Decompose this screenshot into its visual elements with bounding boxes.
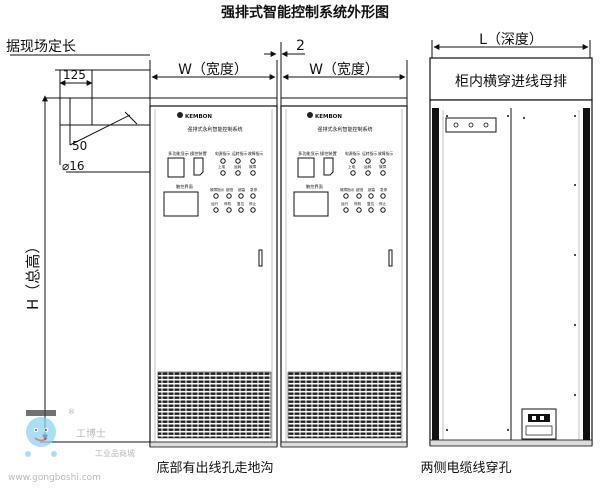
label-fault: 故障指示 [378,151,393,156]
label-b2: 超低 [356,187,364,192]
label-c3: 复位 [367,201,375,206]
label-up: 上电 [348,164,356,169]
label-operate: 操控装置 [320,150,337,157]
label-c2: 停机 [224,201,232,206]
svg-text:®: ® [68,408,75,416]
vent-grille [287,371,402,439]
label-c1: 运行 [341,201,349,206]
label-b4: 急停 [250,187,258,192]
indicator-lights-b [343,193,386,213]
width-label-right: W（宽度） [309,61,379,78]
watermark-brand: 工博士 [76,427,106,440]
display-window [297,157,315,178]
label-b1: 故障指示 [340,187,355,192]
label-b3: 超高 [368,187,376,192]
side-cable-gland-box [521,408,557,440]
cabinet-left: KEMBON 强排式永利智能控制系统 多功能显示 操控装置 电源指示 运转指示 … [149,97,278,448]
vent-grille [157,371,272,439]
height-label: H（总高） [24,239,42,310]
busbar-box [429,57,593,101]
top-gland-plate [445,117,497,133]
cabinet-right: KEMBON 强排式永利智能控制系统 多功能显示 操控装置 电源指示 运转指示 … [280,97,408,448]
label-run2: 运转 [234,164,242,169]
cabinet-brand: KEMBON [315,114,342,120]
label-screen: 触控界面 [176,183,193,190]
indicator-lights-b [213,193,256,213]
brand-logo-icon [177,112,183,118]
label-fault: 故障指示 [248,151,263,156]
label-c2: 停机 [354,201,362,206]
label-c4: 停止 [379,201,387,206]
label-run2: 运转 [364,164,372,169]
label-fault2: 故障 [249,164,257,169]
door-handle [258,249,263,267]
touch-screen [163,191,199,217]
left-dimension-group [10,54,150,443]
label-operate: 操控装置 [190,150,207,157]
watermark-url: www.gongboshi.com [8,473,101,483]
operate-panel [193,157,204,176]
label-voltage: 电源指示 [215,151,230,156]
gap-2-label: 2 [296,38,305,54]
width-label-left: W（宽度） [178,61,248,78]
label-run: 运转指示 [232,151,247,156]
watermark-sub: 工业品商城 [95,448,135,458]
dimension-125: 125 [63,68,86,82]
dimension-diameter-16: ⌀16 [62,159,85,173]
label-b3: 超高 [238,187,246,192]
diagram-title: 强排式智能控制系统外形图 [221,4,389,21]
label-run: 运转指示 [362,151,377,156]
label-c4: 停止 [249,201,257,206]
side-view: L（深度） 柜内横穿进线母排 [429,32,593,447]
cabinet-name: 强排式永利智能控制系统 [317,126,372,133]
indicator-lights-a [350,158,386,176]
touch-screen [293,191,329,217]
side-caption: 两侧电缆线穿孔 [420,460,511,476]
door-handle [388,249,393,267]
label-display: 多功能显示 [298,150,319,157]
depth-label: L（深度） [479,32,543,48]
operate-panel [323,157,334,176]
width-dimension-group [149,42,408,98]
label-b1: 故障指示 [210,187,225,192]
label-fault2: 故障 [379,164,387,169]
field-length-label: 据现场定长 [6,39,76,55]
label-c3: 复位 [237,201,245,206]
cabinet-name: 强排式永利智能控制系统 [187,126,242,133]
watermark-logo: ® [25,408,75,457]
label-voltage: 电源指示 [345,151,360,156]
busbar-label: 柜内横穿进线母排 [455,74,567,90]
indicator-lights-a [220,158,256,176]
label-display: 多功能显示 [168,150,189,157]
dimension-50: 50 [72,139,87,153]
bottom-caption: 底部有出线孔走地沟 [156,460,273,476]
label-c1: 运行 [211,201,219,206]
label-b4: 急停 [380,187,388,192]
label-up: 上电 [218,164,226,169]
label-b2: 超低 [226,187,234,192]
cabinet-brand: KEMBON [185,114,212,120]
display-window [167,157,185,178]
label-screen: 触控界面 [306,183,323,190]
brand-logo-icon [307,112,313,118]
